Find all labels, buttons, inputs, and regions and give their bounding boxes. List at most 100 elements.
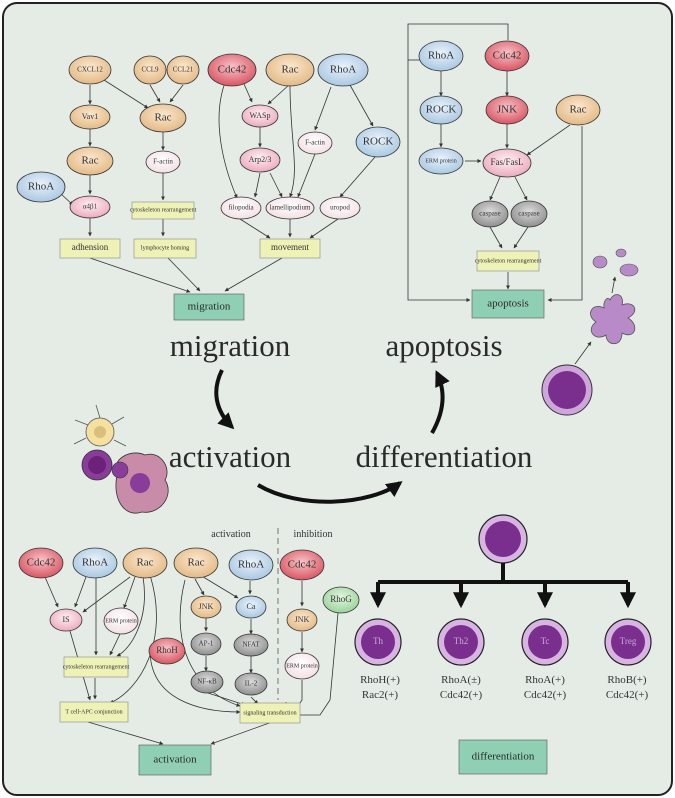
- treg-cell: Treg RhoB(+) Cdc42(+): [604, 618, 652, 701]
- movement-box: [259, 238, 321, 259]
- ca-node: [235, 595, 267, 619]
- th2-marker1: RhoA(±): [441, 674, 481, 686]
- migration-title: migration: [170, 328, 291, 363]
- rac-label-4: Rac: [569, 104, 586, 116]
- panel-movement: Cdc42 Rac RhoA WASp F-actin ROCK Arp2/3 …: [207, 53, 401, 259]
- is-label: IS: [62, 615, 69, 624]
- panel-activation: activation inhibition: [18, 528, 360, 776]
- migration-box-label: migration: [188, 301, 231, 313]
- nfkb-node: [190, 670, 224, 694]
- lamellipodium-node: [265, 196, 315, 220]
- tcell-apc-illustration: [73, 404, 169, 514]
- cdc42-label-2: Cdc42: [493, 50, 522, 62]
- cdc42-label-4: Cdc42: [288, 559, 317, 571]
- tcell-apc-box: [59, 701, 129, 723]
- jnk-label-3: JNK: [295, 615, 310, 624]
- rock-label-1: ROCK: [363, 136, 394, 148]
- homing-box: [133, 238, 197, 259]
- ca-label: Ca: [247, 602, 256, 611]
- wasp-label: WASp: [250, 111, 271, 120]
- filopodia-node: [220, 196, 262, 220]
- rac-label-1: Rac: [154, 112, 171, 124]
- uropod-node: [319, 196, 361, 220]
- factin-label-2: F-actin: [305, 139, 325, 147]
- arp23-node: [239, 147, 281, 173]
- rhoa-label-3: RhoA: [428, 50, 454, 62]
- wasp-node: [241, 104, 279, 128]
- lamellipodium-label: lamellipodium: [270, 204, 311, 212]
- rhoa-label-5: RhoA: [238, 559, 264, 571]
- th-label: Th: [373, 636, 383, 646]
- cdc42-node-1: [207, 53, 257, 87]
- panel-differentiation: Th RhoH(+) Rac2(+) Th2 RhoA(±) Cdc42(+) …: [354, 514, 652, 775]
- activation-box: [138, 744, 212, 776]
- ccl21-label: CCL21: [173, 66, 194, 74]
- rac-node-6: [173, 547, 219, 579]
- rac-node-1: [139, 103, 187, 133]
- cytoskeleton-box-3: [63, 656, 129, 678]
- th2-marker2: Cdc42(+): [440, 689, 483, 701]
- rock-node-2: [419, 95, 463, 125]
- jnk-label-1: JNK: [497, 104, 517, 116]
- rac-label-6: Rac: [187, 557, 204, 569]
- arp23-label: Arp2/3: [249, 155, 272, 164]
- cytoskeleton-box-1-label: cytoskeleton rearrangement: [130, 207, 197, 213]
- jnk-label-2: JNK: [199, 602, 214, 611]
- factin-node-2: [297, 131, 333, 155]
- cytoskeleton-box-2-label: cytoskeleton rearrangement: [475, 258, 542, 264]
- tc-label: Tc: [541, 636, 550, 646]
- il2-node: [234, 672, 268, 696]
- panel-chemokine: CXCL12 CCL9 CCL21 Vav1 Rac Rac RhoA α4β1…: [16, 55, 283, 321]
- activation-to-differentiation-arrow: [256, 481, 403, 504]
- adhension-label: adhension: [72, 242, 109, 252]
- rhoa-node-3: [418, 40, 464, 72]
- nfat-label: NFAT: [243, 641, 261, 649]
- jnk-node-3: [286, 608, 318, 632]
- cdc42-node-2: [484, 40, 530, 72]
- panel-apoptosis: RhoA Cdc42 ROCK JNK Rac ERM protein Fas/…: [407, 23, 601, 319]
- migration-box: [173, 293, 245, 321]
- rhoa-node-5: [228, 549, 274, 581]
- cytoskeleton-box-3-label: cytoskeleton rearrangement: [63, 664, 130, 670]
- tc-cell: Tc RhoA(+) Cdc42(+): [521, 618, 569, 701]
- uropod-label: uropod: [330, 204, 350, 212]
- apoptosis-box-label: apoptosis: [487, 298, 529, 310]
- th-marker2: Rac2(+): [362, 689, 398, 701]
- activation-box-label: activation: [153, 754, 197, 766]
- rhoh-node: [148, 637, 186, 665]
- rac-node-5: [122, 547, 168, 579]
- erm-node-3: [284, 652, 320, 680]
- apoptosis-title: apoptosis: [385, 328, 502, 363]
- rhoa-label-4: RhoA: [82, 557, 108, 569]
- caspase-label-1: caspase: [479, 210, 500, 218]
- jnk-node-1: [485, 95, 529, 125]
- differentiation-to-apoptosis-arrow: [430, 370, 450, 434]
- rhoa-node-1: [16, 171, 66, 203]
- inhibition-header: inhibition: [294, 529, 333, 540]
- migration-to-activation-arrow: [214, 369, 235, 430]
- th-cell: Th RhoH(+) Rac2(+): [354, 618, 402, 701]
- treg-label: Treg: [620, 636, 637, 646]
- alpha4beta1-node: [69, 195, 111, 219]
- vav1-node: [69, 104, 111, 130]
- rac-node-4: [555, 94, 601, 126]
- differentiation-box: [458, 739, 548, 775]
- activation-header: activation: [211, 529, 250, 540]
- tcell-apc-label: T cell-APC conjunction: [65, 709, 122, 715]
- erm-node-2: [103, 607, 139, 635]
- rac-label-5: Rac: [136, 557, 153, 569]
- il2-label: IL-2: [245, 680, 258, 688]
- vav1-label: Vav1: [82, 112, 98, 121]
- th2-cell: Th2 RhoA(±) Cdc42(+): [437, 618, 485, 701]
- rhoa-node-2: [317, 53, 369, 87]
- erm-label-3: ERM protein: [286, 663, 318, 669]
- nfat-node: [233, 633, 269, 657]
- rac-label-3: Rac: [281, 64, 298, 76]
- jnk-node-2: [190, 595, 222, 619]
- treg-marker1: RhoB(+): [607, 674, 647, 686]
- tc-marker2: Cdc42(+): [524, 689, 567, 701]
- cxcl12-node: [68, 55, 112, 85]
- cdc42-label-1: Cdc42: [218, 64, 247, 76]
- adhension-box: [59, 238, 121, 259]
